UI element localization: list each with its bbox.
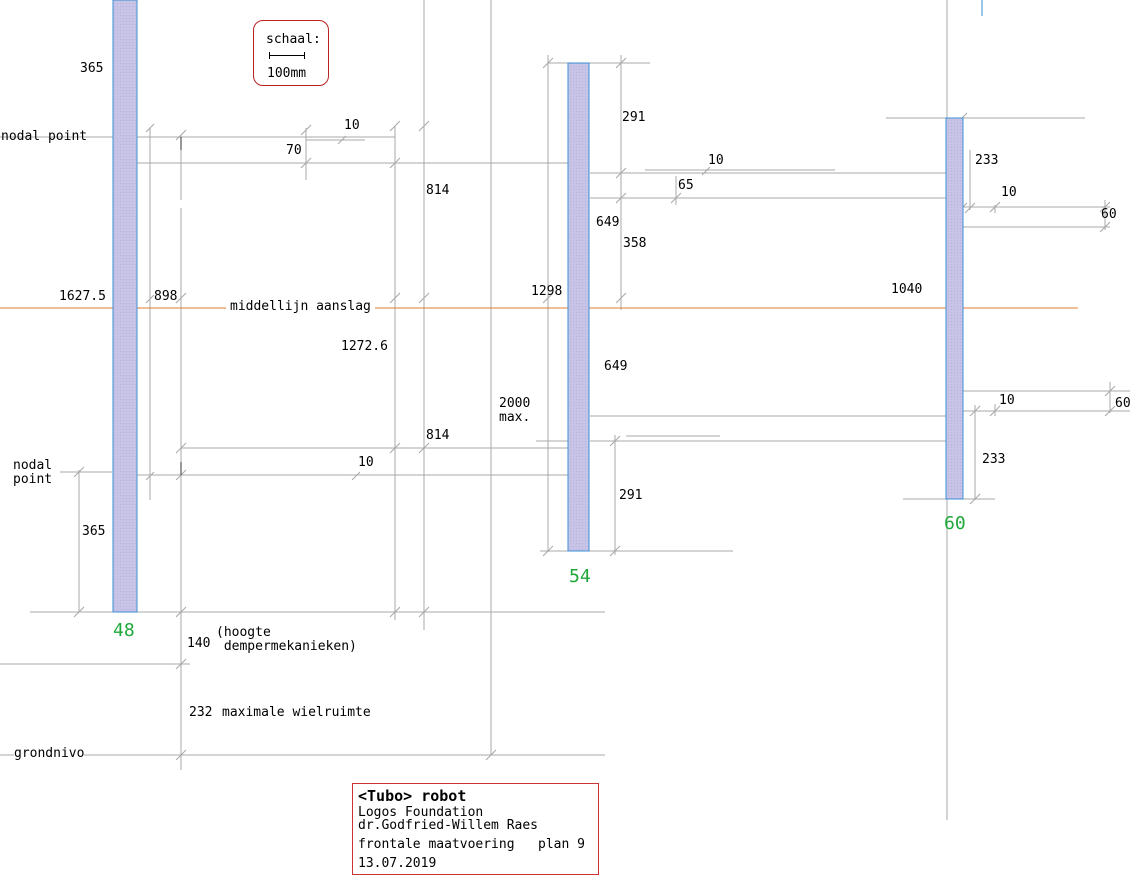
dim-offset-10-top: 10: [344, 118, 360, 133]
dim-offset-70: 70: [286, 143, 302, 158]
tube-60: [945, 117, 964, 500]
dim-t60-60-top: 60: [1101, 207, 1117, 222]
dim-t60-10-bottom: 10: [999, 393, 1015, 408]
ground-level-label: grondnivo: [14, 746, 85, 761]
drawing-subtitle: frontale maatvoering plan 9: [358, 837, 585, 852]
scale-bar: [269, 52, 305, 59]
damper-label: (hoogte dempermekanieken): [216, 625, 357, 654]
dim-t54-bottom: 291: [619, 488, 643, 503]
dim-span-814-top: 814: [426, 183, 450, 198]
dim-t60-bottom: 233: [982, 452, 1006, 467]
dim-wheel-space: 232: [189, 705, 213, 720]
dimension-lines: [0, 0, 1130, 820]
max-total-label: 2000 max.: [499, 396, 531, 425]
dim-t54-649-top: 649: [596, 215, 620, 230]
dim-t60-center: 1040: [891, 282, 923, 297]
nodal-point-top-label: nodal point: [1, 129, 88, 144]
dim-offset-10-bottom: 10: [358, 455, 374, 470]
dim-damper-height: 140: [187, 636, 211, 651]
dim-t54-center: 1298: [531, 284, 563, 299]
tube-54: [567, 62, 590, 552]
dim-span-814-bottom: 814: [426, 428, 450, 443]
tube-48: [112, 0, 138, 613]
dim-t48-inner: 898: [154, 289, 178, 304]
scale-legend: schaal: 100mm: [253, 20, 329, 86]
scale-label: schaal:: [266, 32, 321, 47]
dim-t54-65: 65: [678, 178, 694, 193]
scale-unit: 100mm: [267, 66, 307, 81]
dim-t54-649-bottom: 649: [604, 359, 628, 374]
nodal-point-bottom-label: nodal point: [13, 458, 53, 487]
dim-t48-top: 365: [80, 61, 104, 76]
drawing-title: <Tubo> robot: [358, 787, 467, 805]
dim-t48-bottom: 365: [82, 524, 106, 539]
author: dr.Godfried-Willem Raes: [358, 818, 539, 833]
tube-54-number: 54: [569, 566, 591, 587]
dim-t60-60-bottom: 60: [1115, 396, 1131, 411]
centerline-label: middellijn aanslag: [226, 300, 375, 314]
dim-t60-10-top: 10: [1001, 185, 1017, 200]
tube-48-number: 48: [113, 620, 135, 641]
organization: Logos Foundation: [358, 805, 484, 820]
dim-span-1272: 1272.6: [341, 339, 388, 354]
dim-t60-top: 233: [975, 153, 999, 168]
title-block: <Tubo> robot Logos Foundation dr.Godfrie…: [352, 783, 599, 875]
tube-60-number: 60: [944, 513, 966, 534]
dim-t54-10: 10: [708, 153, 724, 168]
dim-t54-358: 358: [623, 236, 647, 251]
wheel-space-label: maximale wielruimte: [222, 705, 371, 720]
drawing-date: 13.07.2019: [358, 856, 437, 871]
dim-t54-top: 291: [622, 110, 646, 125]
dim-t48-center: 1627.5: [59, 289, 106, 304]
